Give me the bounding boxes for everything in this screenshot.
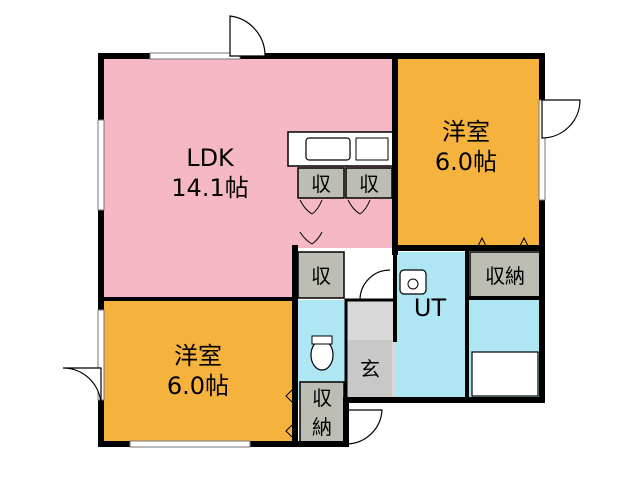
closet-bottom-left <box>299 381 345 445</box>
bath-sink <box>399 269 427 295</box>
closet-top-right <box>469 251 541 299</box>
western-room-bottom <box>101 299 295 444</box>
closet-door-marks <box>285 199 529 438</box>
western-room-top-size: 6.0帖 <box>435 148 497 176</box>
ldk-name: LDK <box>186 144 235 172</box>
entrance-floor <box>346 340 392 398</box>
bathtub <box>471 351 539 397</box>
bath-sink-drain <box>407 278 419 290</box>
closet-bottom-left-label-2: 納 <box>312 415 332 439</box>
closet-top-right-label: 収納 <box>485 264 525 288</box>
western-room-bottom-name: 洋室 <box>174 342 222 370</box>
windows <box>97 52 546 448</box>
western-room-top <box>395 56 542 248</box>
doors <box>62 15 581 445</box>
entrance-name: 玄 <box>360 357 380 381</box>
western-room-top-name: 洋室 <box>442 118 490 146</box>
closet-3-label: 収 <box>311 264 331 288</box>
closet-2-label: 収 <box>359 172 379 196</box>
kitchen-stove <box>355 137 389 161</box>
kitchen-sink <box>305 137 351 161</box>
ldk-size: 14.1帖 <box>171 174 248 202</box>
western-room-bottom-size: 6.0帖 <box>167 372 229 400</box>
closet-bottom-left-label-1: 収 <box>312 386 332 410</box>
closet-1-label: 収 <box>311 172 331 196</box>
toilet-tank <box>311 335 333 345</box>
closet-1 <box>297 167 345 199</box>
unit-bath-name: UT <box>414 294 447 322</box>
